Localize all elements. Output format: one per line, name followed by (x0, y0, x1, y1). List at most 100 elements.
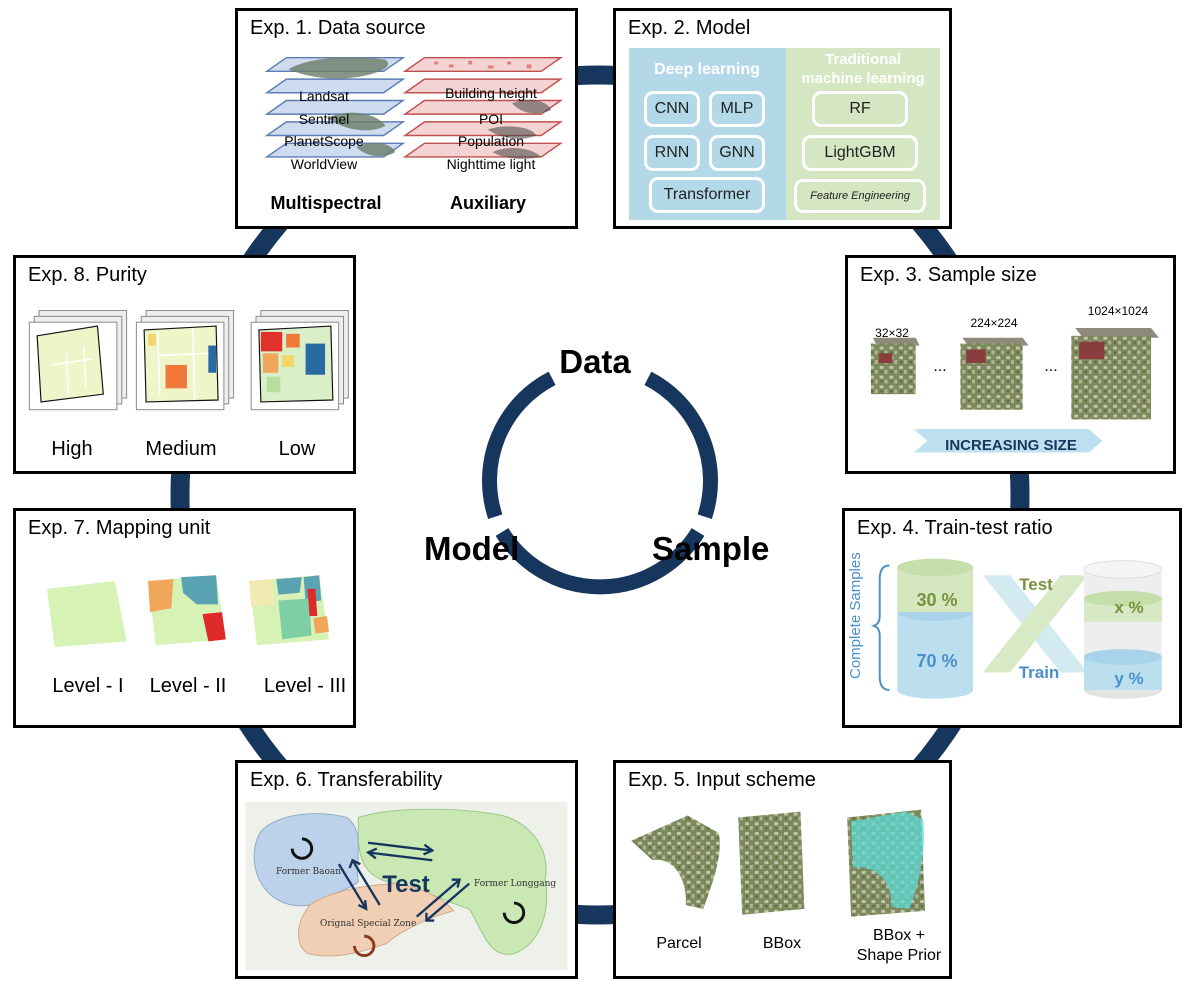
region-label-special-zone: Orignal Special Zone (320, 919, 417, 929)
region-label-baoan: Former Baoan (276, 867, 342, 877)
panel-title: Exp. 7. Mapping unit (28, 517, 211, 539)
model-transformer: Transformer (649, 177, 765, 213)
stack-medium (135, 310, 235, 411)
x-percent: x % (1114, 598, 1144, 617)
panel-exp2-model: Exp. 2. Model Deep learning Traditional … (613, 8, 952, 229)
complete-samples-label: Complete Samples (847, 552, 864, 679)
tml-header-line2: machine learning (801, 70, 925, 87)
size-label-224: 224×224 (970, 316, 1018, 330)
panel-title: Exp. 4. Train-test ratio (857, 517, 1053, 539)
bbox-image (738, 811, 805, 915)
auxiliary-imagery (487, 99, 551, 159)
cycle-icon-special-zone (353, 934, 376, 958)
panel-exp6-transferability: Exp. 6. Transferability Former Baoan For… (235, 760, 578, 979)
traditional-ml-group (786, 48, 940, 220)
train-percent: 70 % (916, 651, 958, 671)
caption-multispectral: Multispectral (270, 193, 382, 213)
sample-1024 (1071, 328, 1159, 420)
label-poi: POI (478, 111, 504, 127)
increasing-size-arrow (913, 429, 1103, 453)
center-label-sample: Sample (652, 530, 770, 567)
ellipsis-1: ... (933, 358, 947, 375)
label-nighttime-light: Nighttime light (446, 156, 536, 172)
transferability-map (245, 801, 568, 971)
model-rf: RF (812, 91, 908, 127)
panel-title: Exp. 1. Data source (250, 17, 426, 39)
stack-high (28, 310, 128, 411)
level-label-1: Level - I (52, 675, 124, 697)
purity-label-high: High (51, 438, 93, 460)
panel-title: Exp. 3. Sample size (860, 264, 1037, 286)
region-label-longgang: Former Longgang (474, 879, 557, 889)
caption-auxiliary: Auxiliary (449, 193, 527, 213)
panel-title: Exp. 5. Input scheme (628, 769, 816, 791)
increasing-size-label: INCREASING SIZE (945, 437, 1077, 454)
test-label: Test (1019, 575, 1053, 594)
label-bbox: BBox (762, 935, 802, 952)
parcel-shape (631, 815, 720, 909)
test-percent: 30 % (916, 590, 958, 610)
purity-label-medium: Medium (145, 438, 217, 460)
panel-exp8-purity: Exp. 8. Purity (13, 255, 356, 474)
cylinder-right (1083, 560, 1163, 699)
model-cnn: CNN (644, 91, 700, 127)
panel-title: Exp. 2. Model (628, 17, 751, 39)
panel-exp5-input-scheme: Exp. 5. Input scheme Parcel BBox BBox + … (613, 760, 952, 979)
panel-exp4-train-test-ratio: Exp. 4. Train-test ratio Complete Sample… (842, 508, 1182, 728)
ellipsis-2: ... (1044, 358, 1058, 375)
level-label-2: Level - II (149, 675, 227, 697)
center-label-model: Model (424, 530, 520, 567)
map-level-2 (148, 575, 226, 646)
dl-header: Deep learning (654, 61, 760, 78)
transfer-arrows (337, 841, 470, 922)
label-landsat: Landsat (299, 88, 349, 104)
y-percent: y % (1114, 669, 1144, 688)
cycle-arc-bottom (495, 528, 705, 595)
model-lightgbm: LightGBM (802, 135, 918, 171)
cylinder-left (897, 558, 974, 699)
label-bbox-shape-prior-1: BBox + (872, 927, 926, 944)
sample-images (870, 328, 1159, 453)
size-label-1024: 1024×1024 (1087, 304, 1149, 318)
label-building-height: Building height (445, 85, 537, 101)
map-level-3 (249, 575, 329, 646)
label-population: Population (457, 133, 525, 149)
cycle-icons (290, 837, 526, 924)
model-gnn: GNN (709, 135, 765, 171)
center-cycle (482, 371, 718, 595)
purity-label-low: Low (278, 438, 316, 460)
test-label: Test (382, 871, 430, 898)
bbox-shape-prior-image (847, 809, 925, 917)
panel-title: Exp. 6. Transferability (250, 769, 443, 791)
map-level-1 (46, 581, 127, 648)
sample-32 (870, 337, 920, 395)
input-scheme-images (631, 809, 925, 917)
samples-bracket (870, 564, 890, 691)
label-worldview: WorldView (290, 156, 358, 172)
label-bbox-shape-prior-2: Shape Prior (856, 947, 942, 964)
panel-exp1-data-source: Exp. 1. Data source (235, 8, 578, 229)
landsat-imagery (288, 57, 396, 157)
panel-title: Exp. 8. Purity (28, 264, 147, 286)
model-rnn: RNN (644, 135, 700, 171)
label-parcel: Parcel (656, 935, 702, 952)
ratio-cylinders (870, 558, 1163, 699)
stack-low (250, 310, 349, 411)
size-label-32: 32×32 (875, 326, 909, 340)
mapping-unit-maps (46, 575, 329, 648)
panel-exp7-mapping-unit: Exp. 7. Mapping unit Level - I Level - I… (13, 508, 356, 728)
panel-exp3-sample-size: Exp. 3. Sample size 32×32 224×22 (845, 255, 1176, 474)
center-label-data: Data (559, 343, 631, 380)
sample-224 (960, 337, 1029, 410)
deep-learning-group (629, 48, 786, 220)
level-label-3: Level - III (263, 675, 347, 697)
building-height-dots (434, 60, 532, 69)
label-sentinel: Sentinel (298, 111, 350, 127)
cycle-arc-left (482, 371, 556, 520)
feature-engineering: Feature Engineering (794, 179, 926, 213)
tml-header-line1: Traditional (825, 51, 901, 68)
cycle-arc-top (644, 371, 718, 520)
layer-stacks (264, 56, 564, 159)
train-label: Train (1018, 663, 1060, 682)
